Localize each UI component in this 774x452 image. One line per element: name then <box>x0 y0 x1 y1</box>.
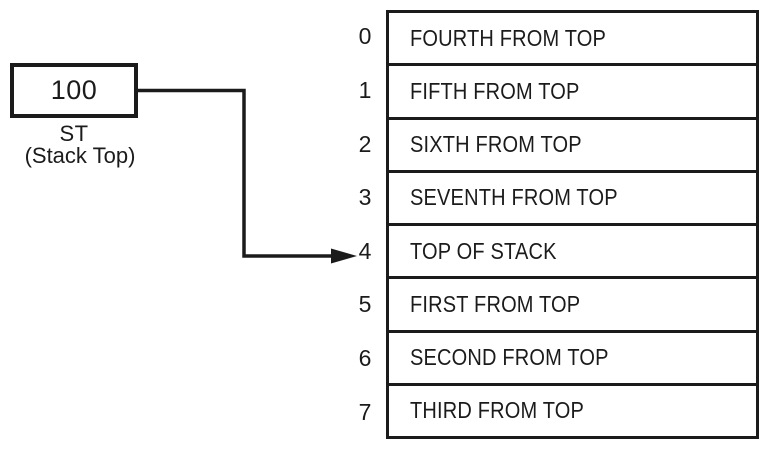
stack-row: FIFTH FROM TOP <box>389 66 756 120</box>
register-value: 100 <box>50 75 98 105</box>
stack-row-label: THIRD FROM TOP <box>410 397 585 424</box>
stack-table: FOURTH FROM TOP FIFTH FROM TOP SIXTH FRO… <box>386 10 759 439</box>
pointer-line <box>135 88 334 258</box>
stack-row-label: SECOND FROM TOP <box>410 344 609 371</box>
stack-row-index: 0 <box>358 23 372 50</box>
stack-row-index: 1 <box>358 76 372 103</box>
stack-row: TOP OF STACK <box>389 226 756 280</box>
stack-row: FOURTH FROM TOP <box>389 13 756 67</box>
stack-row-index: 4 <box>358 237 372 264</box>
stack-row-index: 7 <box>358 398 372 425</box>
stack-row: FIRST FROM TOP <box>389 279 756 333</box>
stack-row-label: SIXTH FROM TOP <box>410 131 582 158</box>
stack-row: SEVENTH FROM TOP <box>389 173 756 226</box>
stack-row-label: FIFTH FROM TOP <box>410 77 580 104</box>
stack-row: THIRD FROM TOP <box>389 386 756 436</box>
stack-row-index: 6 <box>358 345 372 372</box>
stack-row: SECOND FROM TOP <box>389 333 756 386</box>
stack-row-index: 3 <box>358 184 372 211</box>
stack-index-column: 0 1 2 3 4 5 6 7 <box>348 10 382 439</box>
stack-row: SIXTH FROM TOP <box>389 120 756 173</box>
register-name-label: ST <box>59 121 89 146</box>
stack-row-index: 2 <box>358 130 372 157</box>
stack-row-label: FOURTH FROM TOP <box>410 24 607 51</box>
stack-row-label: FIRST FROM TOP <box>410 290 581 317</box>
register-caption-label: (Stack Top) <box>24 143 136 168</box>
stack-row-index: 5 <box>358 291 372 318</box>
register-box: 100 <box>10 63 138 118</box>
stack-row-label: SEVENTH FROM TOP <box>410 184 618 211</box>
stack-row-label: TOP OF STACK <box>410 237 557 264</box>
